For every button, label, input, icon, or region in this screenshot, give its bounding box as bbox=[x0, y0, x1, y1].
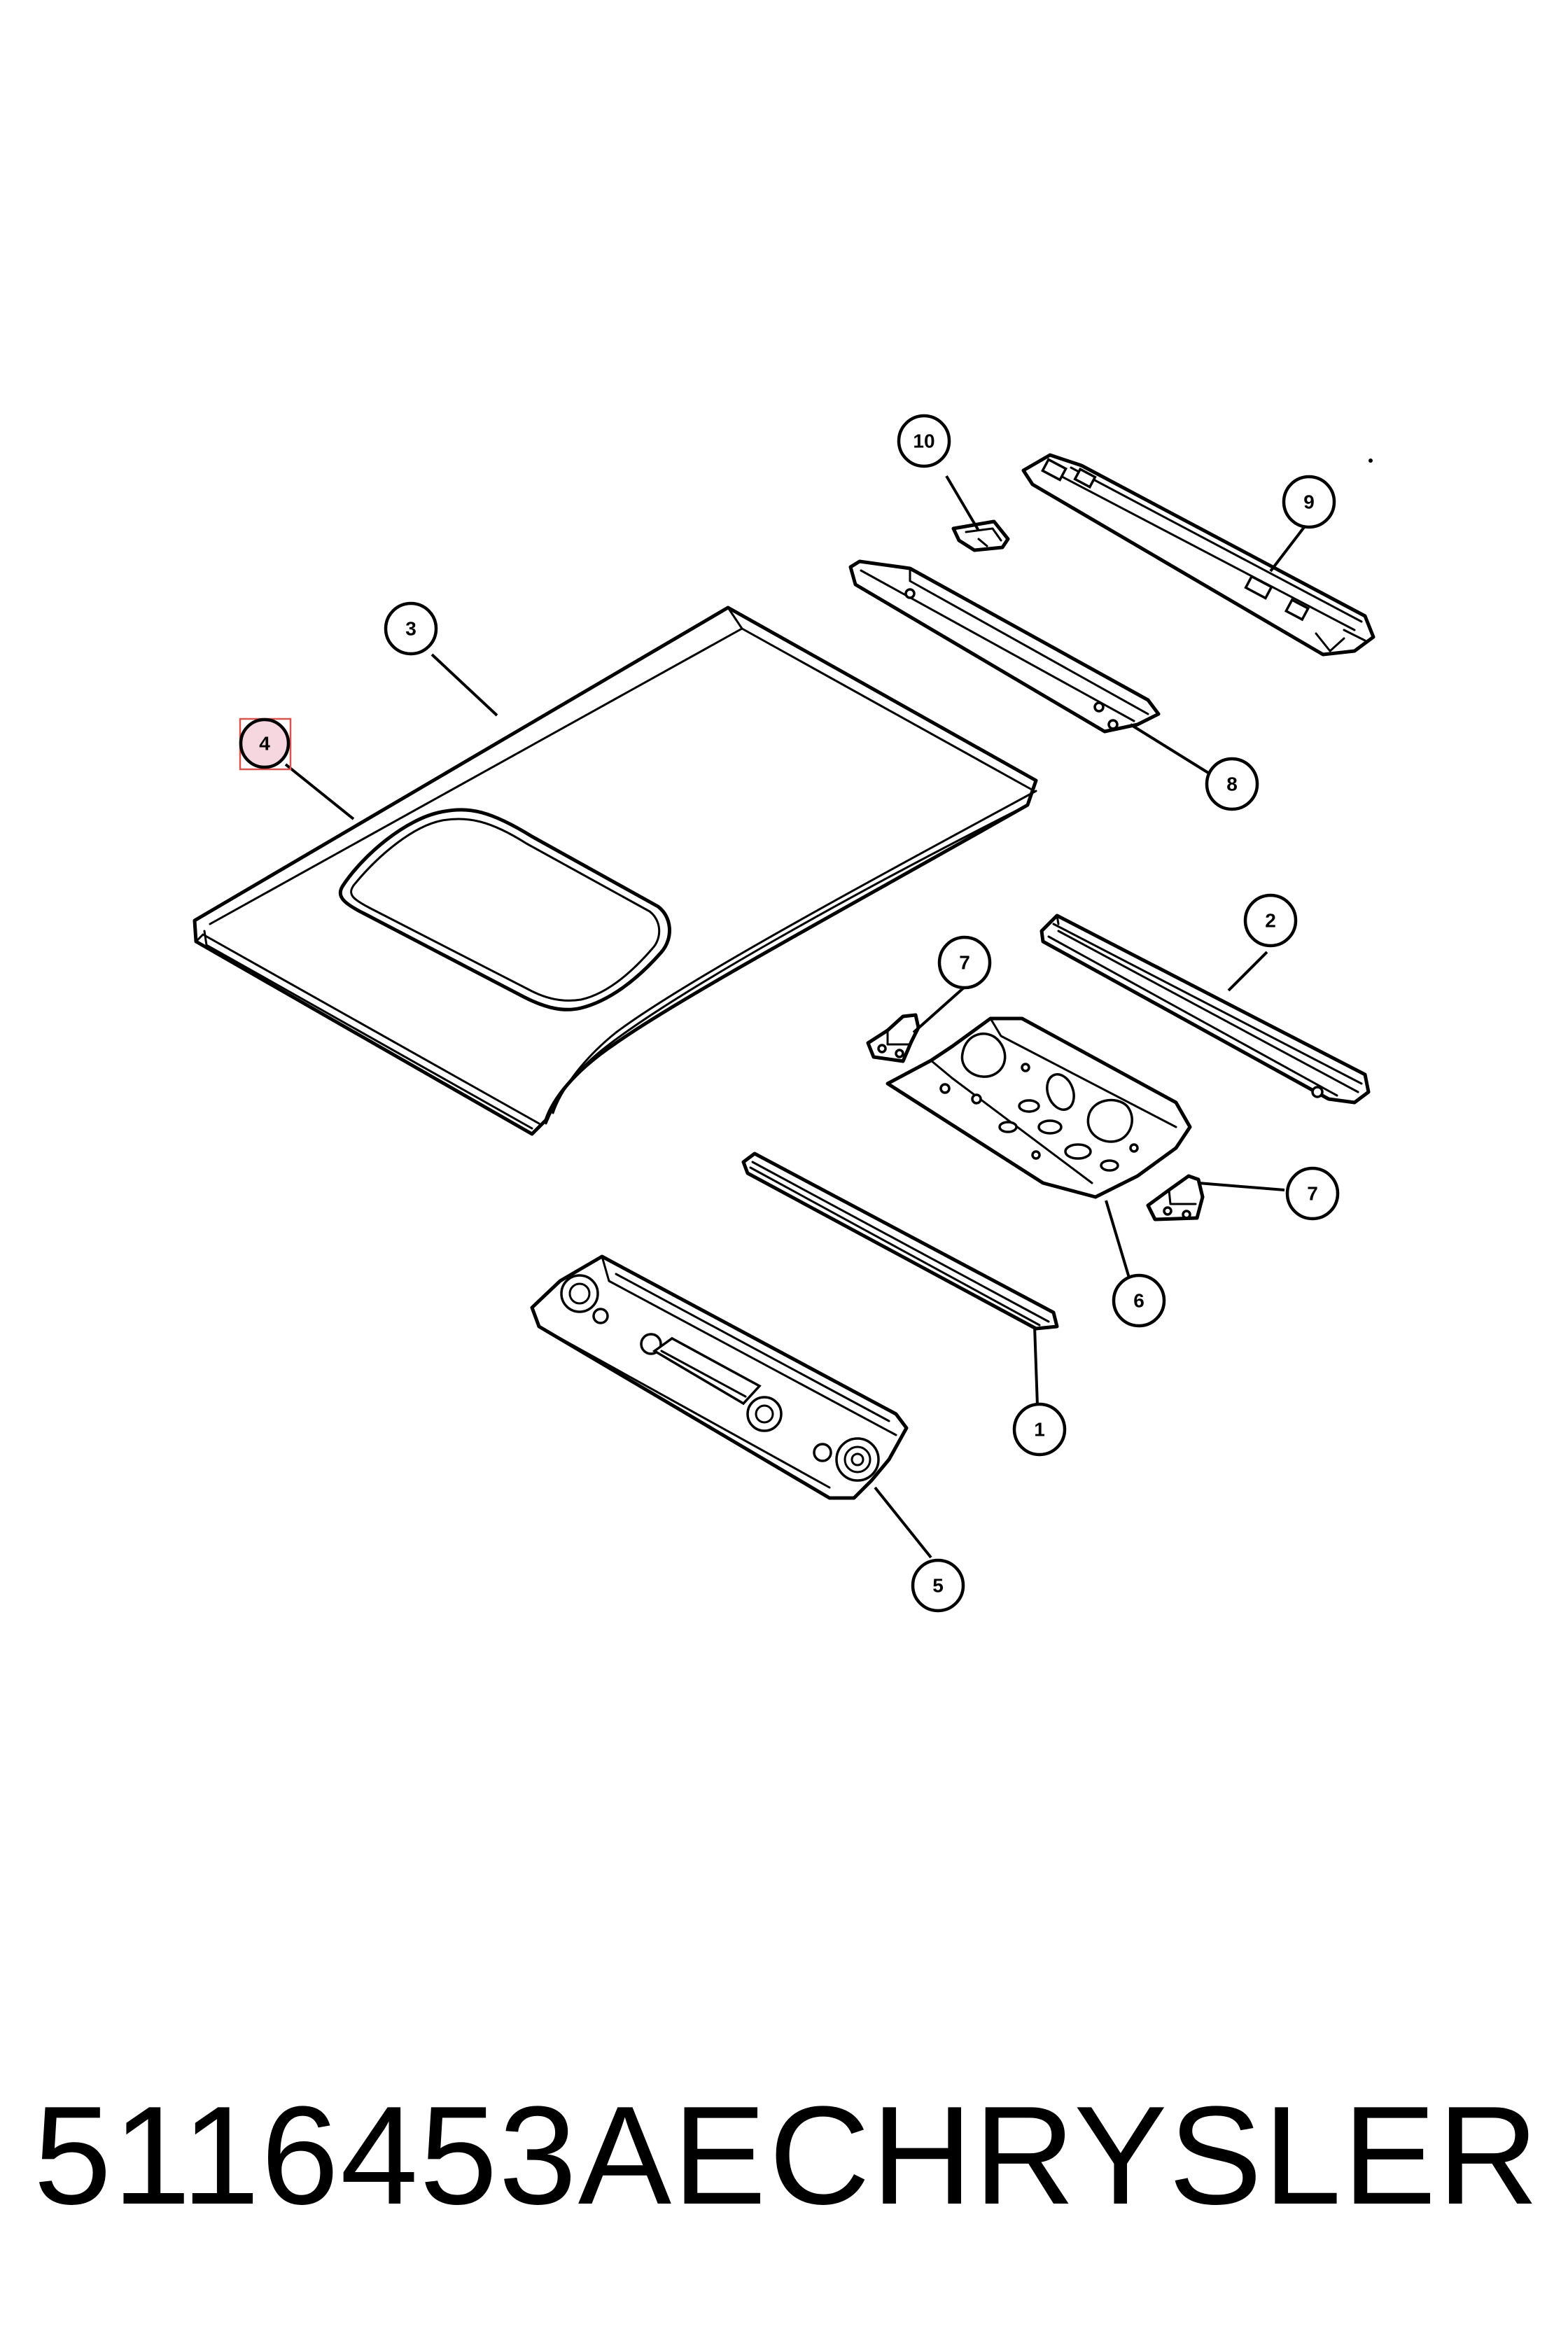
callout-7-lower-label: 7 bbox=[1307, 1183, 1318, 1205]
callout-7-upper[interactable]: 7 bbox=[937, 935, 992, 990]
callout-6-label: 6 bbox=[1133, 1290, 1144, 1312]
callout-6[interactable]: 6 bbox=[1112, 1273, 1166, 1328]
part-10-bracket bbox=[951, 519, 1010, 552]
part-7-bracket-lower bbox=[1146, 1174, 1205, 1222]
callout-7-upper-label: 7 bbox=[959, 952, 970, 974]
callout-10[interactable]: 10 bbox=[897, 414, 951, 468]
brand-name: CHRYSLER bbox=[769, 2078, 1540, 2234]
part-2-bow bbox=[1040, 913, 1371, 1105]
part-5-header-panel bbox=[530, 1254, 909, 1500]
sunroof-opening bbox=[338, 808, 671, 1011]
callout-2-label: 2 bbox=[1265, 910, 1276, 932]
leader-lines bbox=[284, 475, 1310, 1559]
callout-1[interactable]: 1 bbox=[1012, 1402, 1067, 1457]
callout-2[interactable]: 2 bbox=[1243, 893, 1298, 948]
callout-3-label: 3 bbox=[405, 618, 416, 640]
callout-5-label: 5 bbox=[932, 1575, 944, 1597]
callout-9[interactable]: 9 bbox=[1282, 475, 1336, 529]
callout-10-label: 10 bbox=[913, 430, 934, 452]
callout-4[interactable]: 4 bbox=[239, 718, 292, 771]
callout-8[interactable]: 8 bbox=[1205, 757, 1259, 811]
caption-bar: 5116453AE CHRYSLER bbox=[0, 2072, 1568, 2240]
callout-3[interactable]: 3 bbox=[384, 601, 438, 656]
part-9-rail bbox=[1021, 453, 1376, 657]
speck-mark bbox=[1368, 458, 1373, 463]
callout-1-label: 1 bbox=[1034, 1419, 1045, 1441]
callout-5[interactable]: 5 bbox=[911, 1558, 965, 1613]
part-1-bow bbox=[741, 1152, 1059, 1331]
part-8-rail bbox=[848, 559, 1161, 734]
part-6-cross-member bbox=[886, 1016, 1192, 1199]
callout-9-label: 9 bbox=[1303, 491, 1315, 513]
callout-7-lower[interactable]: 7 bbox=[1285, 1166, 1340, 1221]
callout-4-label: 4 bbox=[259, 733, 270, 755]
callout-8-label: 8 bbox=[1226, 774, 1238, 795]
part-7-bracket-upper bbox=[866, 1013, 920, 1063]
roof-parts-diagram: 10 9 3 4 8 2 7 7 6 1 5 bbox=[192, 414, 1376, 1613]
part-number: 5116453AE bbox=[34, 2078, 768, 2234]
roof-panel bbox=[192, 606, 1038, 1136]
